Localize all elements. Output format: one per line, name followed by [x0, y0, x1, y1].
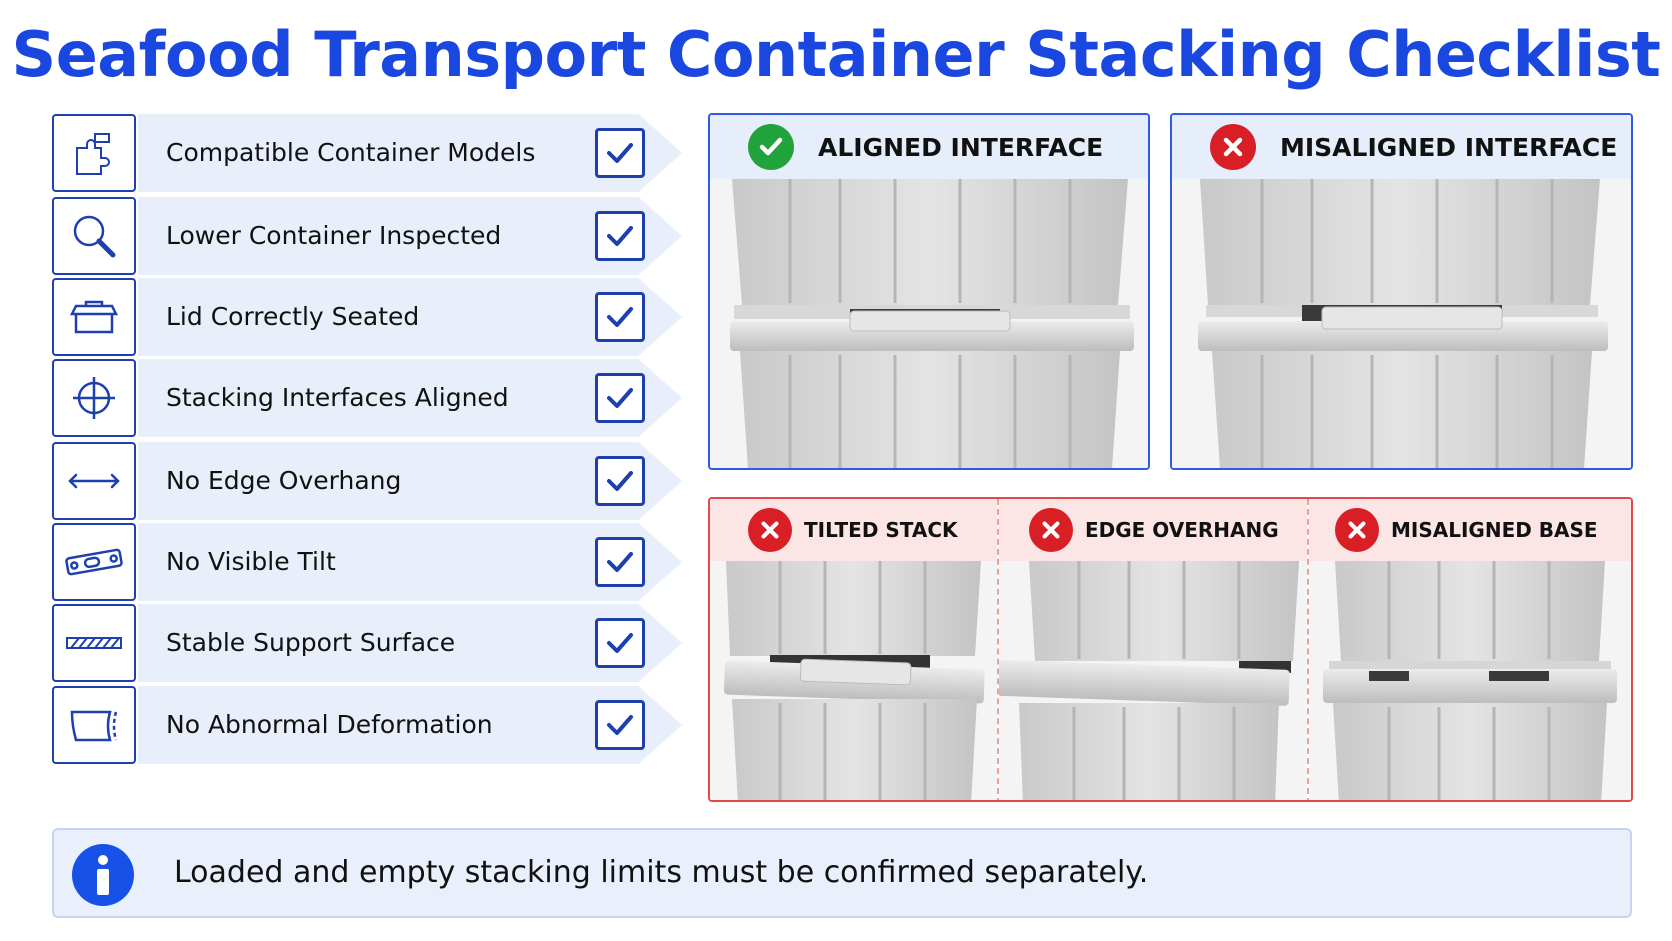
edge-overhang-illustration: [999, 561, 1307, 800]
aligned-label: ALIGNED INTERFACE: [818, 132, 1104, 162]
edge-overhang-label: EDGE OVERHANG: [1085, 518, 1279, 542]
checklist-item[interactable]: No Visible Tilt: [52, 523, 682, 603]
checklist-label: Compatible Container Models: [166, 138, 536, 167]
checklist-label: Lower Container Inspected: [166, 221, 502, 250]
misaligned-header: MISALIGNED INTERFACE: [1172, 115, 1631, 179]
tilted-stack-label: TILTED STACK: [804, 518, 958, 542]
edge-overhang-panel: EDGE OVERHANG: [999, 499, 1307, 800]
aligned-stack-illustration: [710, 179, 1148, 468]
checklist-label: No Abnormal Deformation: [166, 710, 493, 739]
deformed-box-icon: [52, 686, 136, 764]
checklist-label: Lid Correctly Seated: [166, 302, 420, 331]
checkmark-icon: [607, 715, 633, 735]
tilted-stack-panel: TILTED STACK: [710, 499, 997, 800]
magnifier-icon: [52, 197, 136, 275]
x-circle-icon: [1029, 508, 1073, 552]
checkmark-icon: [607, 307, 633, 327]
crosshair-icon: [52, 359, 136, 437]
misaligned-base-illustration: [1309, 561, 1631, 800]
misaligned-base-header: MISALIGNED BASE: [1309, 499, 1631, 561]
checkmark-icon: [607, 552, 633, 572]
checkbox-checked[interactable]: [595, 211, 645, 261]
page-title: Seafood Transport Container Stacking Che…: [11, 18, 1661, 91]
hatched-surface-icon: [52, 604, 136, 682]
checklist-label: Stacking Interfaces Aligned: [166, 383, 509, 412]
check-circle-icon: [748, 124, 794, 170]
checklist-item[interactable]: Stacking Interfaces Aligned: [52, 359, 682, 439]
checkmark-icon: [607, 633, 633, 653]
checkbox-checked[interactable]: [595, 700, 645, 750]
checklist-label: No Visible Tilt: [166, 547, 336, 576]
misaligned-base-panel: MISALIGNED BASE: [1309, 499, 1631, 800]
checkmark-icon: [607, 388, 633, 408]
checklist-item[interactable]: No Abnormal Deformation: [52, 686, 682, 766]
checkbox-checked[interactable]: [595, 373, 645, 423]
x-circle-icon: [748, 508, 792, 552]
spirit-level-icon: [52, 523, 136, 601]
note-text: Loaded and empty stacking limits must be…: [174, 855, 1149, 890]
double-arrow-icon: [52, 442, 136, 520]
tilted-stack-header: TILTED STACK: [710, 499, 997, 561]
checklist-label: No Edge Overhang: [166, 466, 402, 495]
checklist-item[interactable]: Lid Correctly Seated: [52, 278, 682, 358]
container-lid-icon: [52, 278, 136, 356]
checkbox-checked[interactable]: [595, 618, 645, 668]
checkmark-icon: [607, 471, 633, 491]
info-note: Loaded and empty stacking limits must be…: [52, 828, 1632, 918]
edge-overhang-header: EDGE OVERHANG: [999, 499, 1307, 561]
checkbox-checked[interactable]: [595, 292, 645, 342]
aligned-interface-panel: ALIGNED INTERFACE: [708, 113, 1150, 470]
misaligned-interface-panel: MISALIGNED INTERFACE: [1170, 113, 1633, 470]
aligned-header: ALIGNED INTERFACE: [710, 115, 1148, 179]
checklist-item[interactable]: Compatible Container Models: [52, 114, 682, 194]
misaligned-label: MISALIGNED INTERFACE: [1280, 132, 1618, 162]
checkmark-icon: [607, 226, 633, 246]
x-circle-icon: [1335, 508, 1379, 552]
checklist-item[interactable]: No Edge Overhang: [52, 442, 682, 522]
puzzle-icon: [52, 114, 136, 192]
checklist-item[interactable]: Stable Support Surface: [52, 604, 682, 684]
x-circle-icon: [1210, 124, 1256, 170]
checklist-item[interactable]: Lower Container Inspected: [52, 197, 682, 277]
info-icon: [72, 844, 134, 906]
checkmark-icon: [607, 143, 633, 163]
misaligned-base-label: MISALIGNED BASE: [1391, 518, 1598, 542]
tilted-stack-illustration: [710, 561, 997, 800]
checklist-label: Stable Support Surface: [166, 628, 456, 657]
checkbox-checked[interactable]: [595, 537, 645, 587]
checkbox-checked[interactable]: [595, 128, 645, 178]
misaligned-stack-illustration: [1172, 179, 1631, 468]
checkbox-checked[interactable]: [595, 456, 645, 506]
error-examples-group: TILTED STACK EDGE OVERHANG: [708, 497, 1633, 802]
